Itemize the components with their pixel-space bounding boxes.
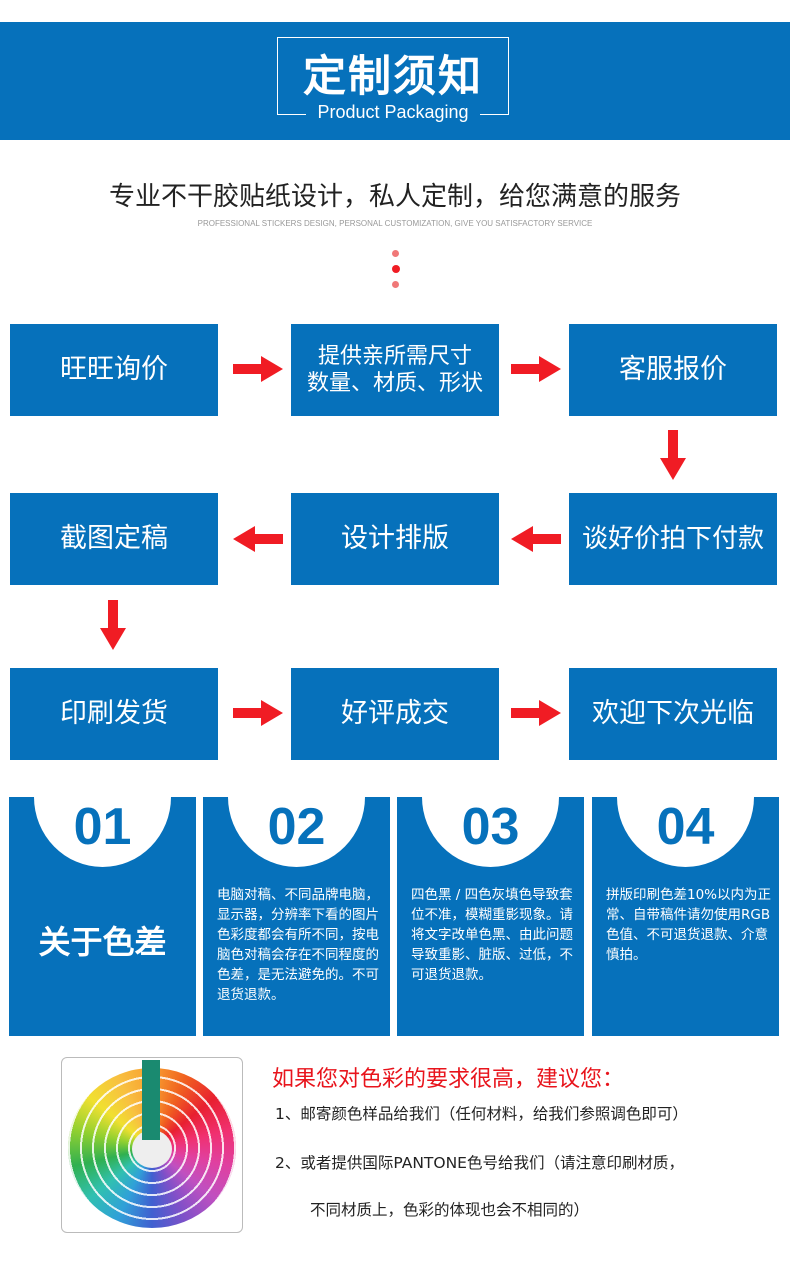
arrow-left-icon: [233, 526, 283, 552]
card-number: 02: [267, 798, 326, 856]
advice-item: 不同材质上，色彩的体现也会不相同的）: [310, 1201, 590, 1219]
dot-icon: [392, 250, 399, 257]
advice-title: 如果您对色彩的要求很高，建议您：: [272, 1067, 625, 1092]
dot-icon: [392, 265, 400, 273]
arrow-right-icon: [511, 700, 561, 726]
card-title: 关于色差: [38, 923, 167, 961]
card-text: 四色黑 / 四色灰填色导致套位不准，模糊重影现象。请将文字改单色黑、由此问题导致…: [411, 887, 573, 983]
step-print-ship: 印刷发货: [10, 668, 218, 760]
arrow-right-icon: [233, 700, 283, 726]
advice-item: 2、或者提供国际PANTONE色号给我们（请注意印刷材质，: [275, 1154, 684, 1172]
card-number: 04: [656, 798, 715, 856]
pantone-color-guide-image: [61, 1057, 243, 1233]
color-note-card-2: 02 电脑对稿、不同品牌电脑，显示器，分辨率下看的图片色彩度都会有所不同，按电脑…: [203, 797, 390, 1036]
page-title: 定制须知: [303, 52, 483, 102]
advice-item: 1、邮寄颜色样品给我们（任何材料，给我们参照调色即可）: [275, 1105, 688, 1123]
step-design: 设计排版: [291, 493, 499, 585]
header-frame: [277, 37, 509, 115]
step-payment: 谈好价拍下付款: [569, 493, 777, 585]
slogan-english: PROFESSIONAL STICKERS DESIGN, PERSONAL C…: [197, 219, 593, 228]
color-note-card-3: 03 四色黑 / 四色灰填色导致套位不准，模糊重影现象。请将文字改单色黑、由此问…: [397, 797, 584, 1036]
card-text: 拼版印刷色差10%以内为正常、自带稿件请勿使用RGB色值、不可退货退款、介意慎拍…: [606, 887, 772, 963]
page-subtitle: Product Packaging: [317, 102, 469, 122]
step-review: 好评成交: [291, 668, 499, 760]
color-note-card-4: 04 拼版印刷色差10%以内为正常、自带稿件请勿使用RGB色值、不可退货退款、介…: [592, 797, 779, 1036]
slogan: 专业不干胶贴纸设计，私人定制，给您满意的服务: [108, 182, 681, 212]
color-note-card-1: 01 关于色差: [9, 797, 196, 1036]
step-confirm: 截图定稿: [10, 493, 218, 585]
card-text: 电脑对稿、不同品牌电脑，显示器，分辨率下看的图片色彩度都会有所不同，按电脑色对稿…: [217, 887, 379, 1003]
step-quote: 客服报价: [569, 324, 777, 416]
step-inquiry: 旺旺询价: [10, 324, 218, 416]
arrow-down-icon: [100, 600, 126, 650]
dot-icon: [392, 281, 399, 288]
color-guide-cover: [142, 1060, 160, 1140]
arrow-left-icon: [511, 526, 561, 552]
step-provide-specs: 提供亲所需尺寸 数量、材质、形状: [291, 324, 499, 416]
header-banner: [0, 22, 790, 140]
card-number: 03: [461, 798, 520, 856]
arrow-down-icon: [660, 430, 686, 480]
arrow-right-icon: [233, 356, 283, 382]
card-number: 01: [73, 798, 132, 856]
step-welcome: 欢迎下次光临: [569, 668, 777, 760]
arrow-right-icon: [511, 356, 561, 382]
